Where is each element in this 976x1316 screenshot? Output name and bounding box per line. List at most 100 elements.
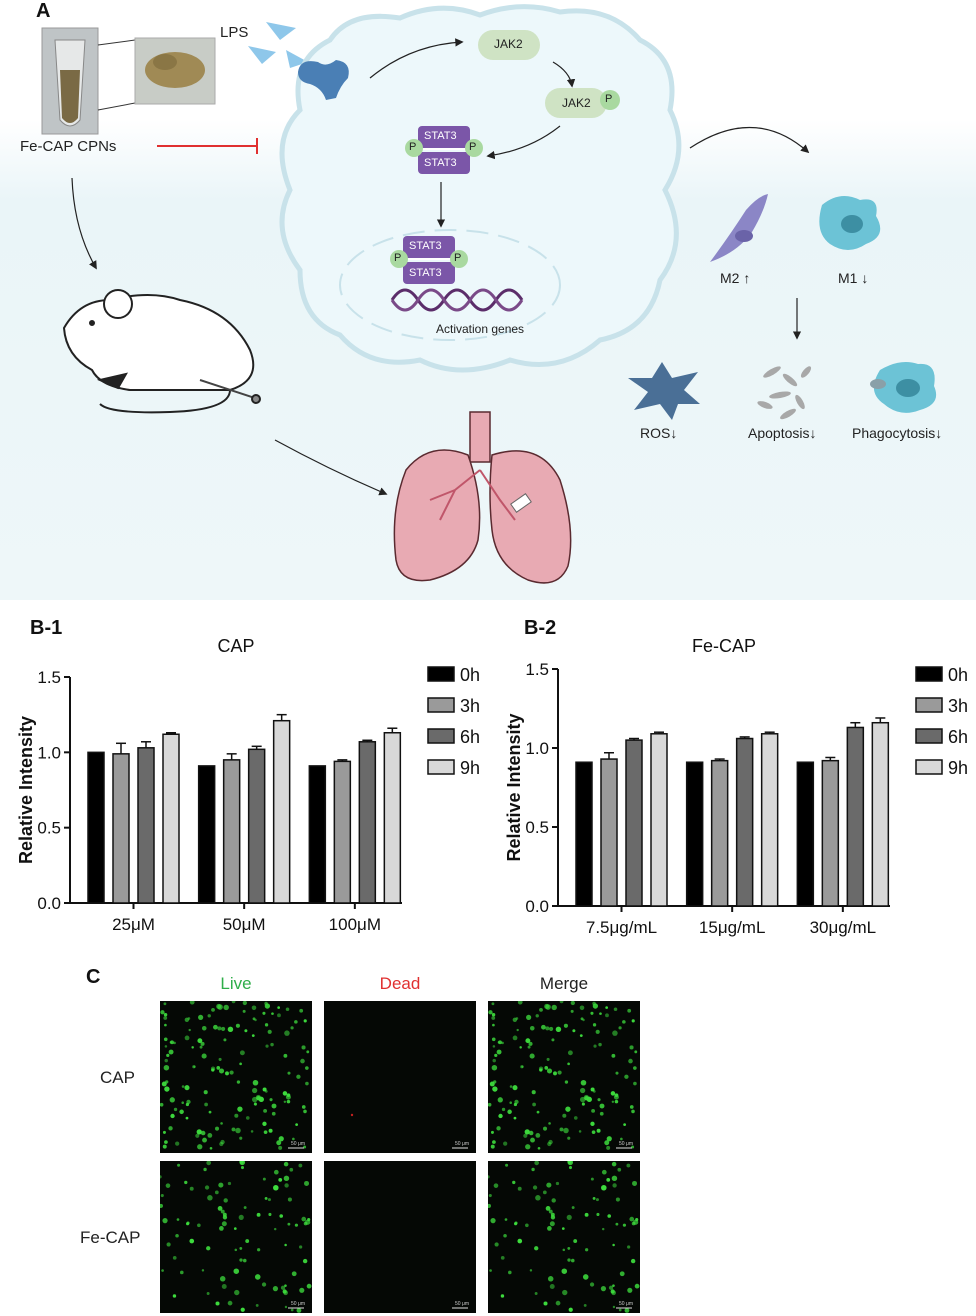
live-cell-dot	[544, 1066, 549, 1070]
scale-bar-label: 50 μm	[619, 1301, 633, 1307]
ros-star-icon	[628, 362, 700, 420]
live-cell-dot	[189, 1186, 194, 1191]
live-cell-dot	[208, 1110, 212, 1114]
live-cell-dot	[565, 1106, 571, 1112]
live-cell-dot	[494, 1242, 499, 1247]
live-cell-dot	[541, 1024, 546, 1030]
live-cell-dot	[217, 1206, 223, 1211]
bar	[112, 753, 130, 904]
live-cell-dot	[233, 1268, 240, 1274]
y-tick-label: 1.0	[37, 743, 61, 762]
live-cell-dot	[548, 1122, 551, 1125]
live-cell-dot	[301, 1045, 306, 1050]
live-cell-dot	[295, 1123, 299, 1127]
live-cell-dot	[498, 1113, 503, 1119]
live-cell-dot	[235, 1023, 240, 1028]
live-cell-dot	[218, 1057, 222, 1061]
live-cell-dot	[222, 1212, 227, 1217]
live-cell-dot	[546, 1068, 553, 1074]
live-cell-dot	[528, 1041, 533, 1046]
legend-label: 9h	[460, 758, 480, 778]
live-cell-dot	[493, 1183, 499, 1188]
panel-a-letter: A	[36, 0, 51, 22]
live-cell-dot	[553, 1071, 557, 1076]
live-cell-dot	[593, 1044, 597, 1048]
live-cell-dot	[244, 1029, 248, 1033]
y-tick-label: 0.5	[525, 818, 549, 837]
live-cell-dot	[492, 1140, 496, 1144]
legend-swatch	[427, 759, 455, 775]
live-cell-dot	[534, 1161, 540, 1166]
live-cell-dot	[186, 1099, 191, 1104]
live-cell-dot	[563, 1023, 568, 1028]
live-cell-dot	[202, 1137, 207, 1143]
live-cell-dot	[298, 1163, 303, 1168]
live-cell-dot	[629, 1216, 635, 1222]
legend-swatch	[915, 728, 943, 744]
live-cell-dot	[209, 1146, 213, 1150]
live-cell-dot	[615, 1071, 619, 1075]
live-cell-dot	[306, 1283, 312, 1289]
live-cell-dot	[292, 1137, 295, 1141]
live-cell-dot	[589, 1282, 595, 1287]
live-cell-dot	[532, 1185, 538, 1190]
live-cell-dot	[207, 1014, 211, 1018]
live-cell-dot	[613, 1007, 618, 1011]
live-cell-dot	[264, 1023, 269, 1027]
live-cell-dot	[573, 1239, 578, 1244]
live-cell-dot	[525, 1223, 529, 1228]
live-cell-dot	[296, 1074, 301, 1079]
live-cell-dot	[206, 1161, 212, 1166]
live-cell-dot	[631, 1019, 635, 1023]
bar	[87, 751, 105, 904]
live-cell-dot	[516, 1028, 519, 1032]
live-cell-dot	[488, 1102, 492, 1107]
live-cell-dot	[283, 1161, 289, 1167]
live-cell-dot	[283, 1100, 287, 1103]
live-cell-dot	[163, 1002, 167, 1006]
live-cell-dot	[235, 1127, 241, 1134]
live-cell-dot	[161, 1081, 167, 1087]
panel-c-letter: C	[86, 966, 101, 988]
live-cell-dot	[268, 1212, 272, 1216]
phagocytosis-cell-icon	[870, 362, 937, 413]
live-cell-dot	[514, 1222, 518, 1226]
legend-label: 6h	[948, 727, 968, 747]
bar	[308, 765, 327, 904]
live-cell-dot	[549, 1284, 555, 1289]
live-cell-dot	[599, 1012, 602, 1015]
dna-helix-icon	[390, 288, 524, 312]
live-cell-dot	[220, 1209, 225, 1214]
bar	[247, 748, 266, 904]
live-cell-dot	[632, 1180, 638, 1186]
live-cell-dot	[629, 1105, 634, 1109]
live-cell-dot	[567, 1247, 571, 1250]
live-cell-dot	[278, 1136, 284, 1142]
stat3-nuclear-dimer-icon	[390, 236, 468, 284]
live-cell-dot	[537, 1146, 541, 1150]
live-cell-dot	[622, 1223, 627, 1227]
live-cell-dot	[543, 1126, 548, 1131]
live-cell-dot	[229, 1070, 234, 1075]
lps-molecules-icon	[248, 22, 308, 68]
live-cell-dot	[223, 1004, 229, 1011]
panel-a-illustration	[41, 4, 937, 584]
live-cell-dot	[531, 1167, 535, 1172]
live-cell-dot	[570, 1258, 575, 1263]
live-cell-dot	[622, 1020, 626, 1024]
live-cell-dot	[201, 1053, 207, 1059]
live-cell-dot	[546, 1057, 550, 1061]
live-cell-dot	[271, 1111, 276, 1116]
live-cell-dot	[535, 1132, 541, 1138]
live-cell-dot	[524, 1129, 530, 1135]
live-cell-dot	[206, 1292, 210, 1295]
live-cell-dot	[262, 1011, 266, 1015]
live-cell-dot	[517, 1001, 523, 1005]
legend-swatch	[427, 697, 455, 713]
live-cell-dot	[579, 1005, 585, 1011]
live-cell-dot	[189, 1238, 195, 1244]
live-cell-dot	[590, 1087, 595, 1092]
live-cell-dot	[160, 1203, 163, 1208]
jak2-phospho-label: JAK2	[562, 96, 591, 110]
live-cell-dot	[238, 1214, 244, 1220]
